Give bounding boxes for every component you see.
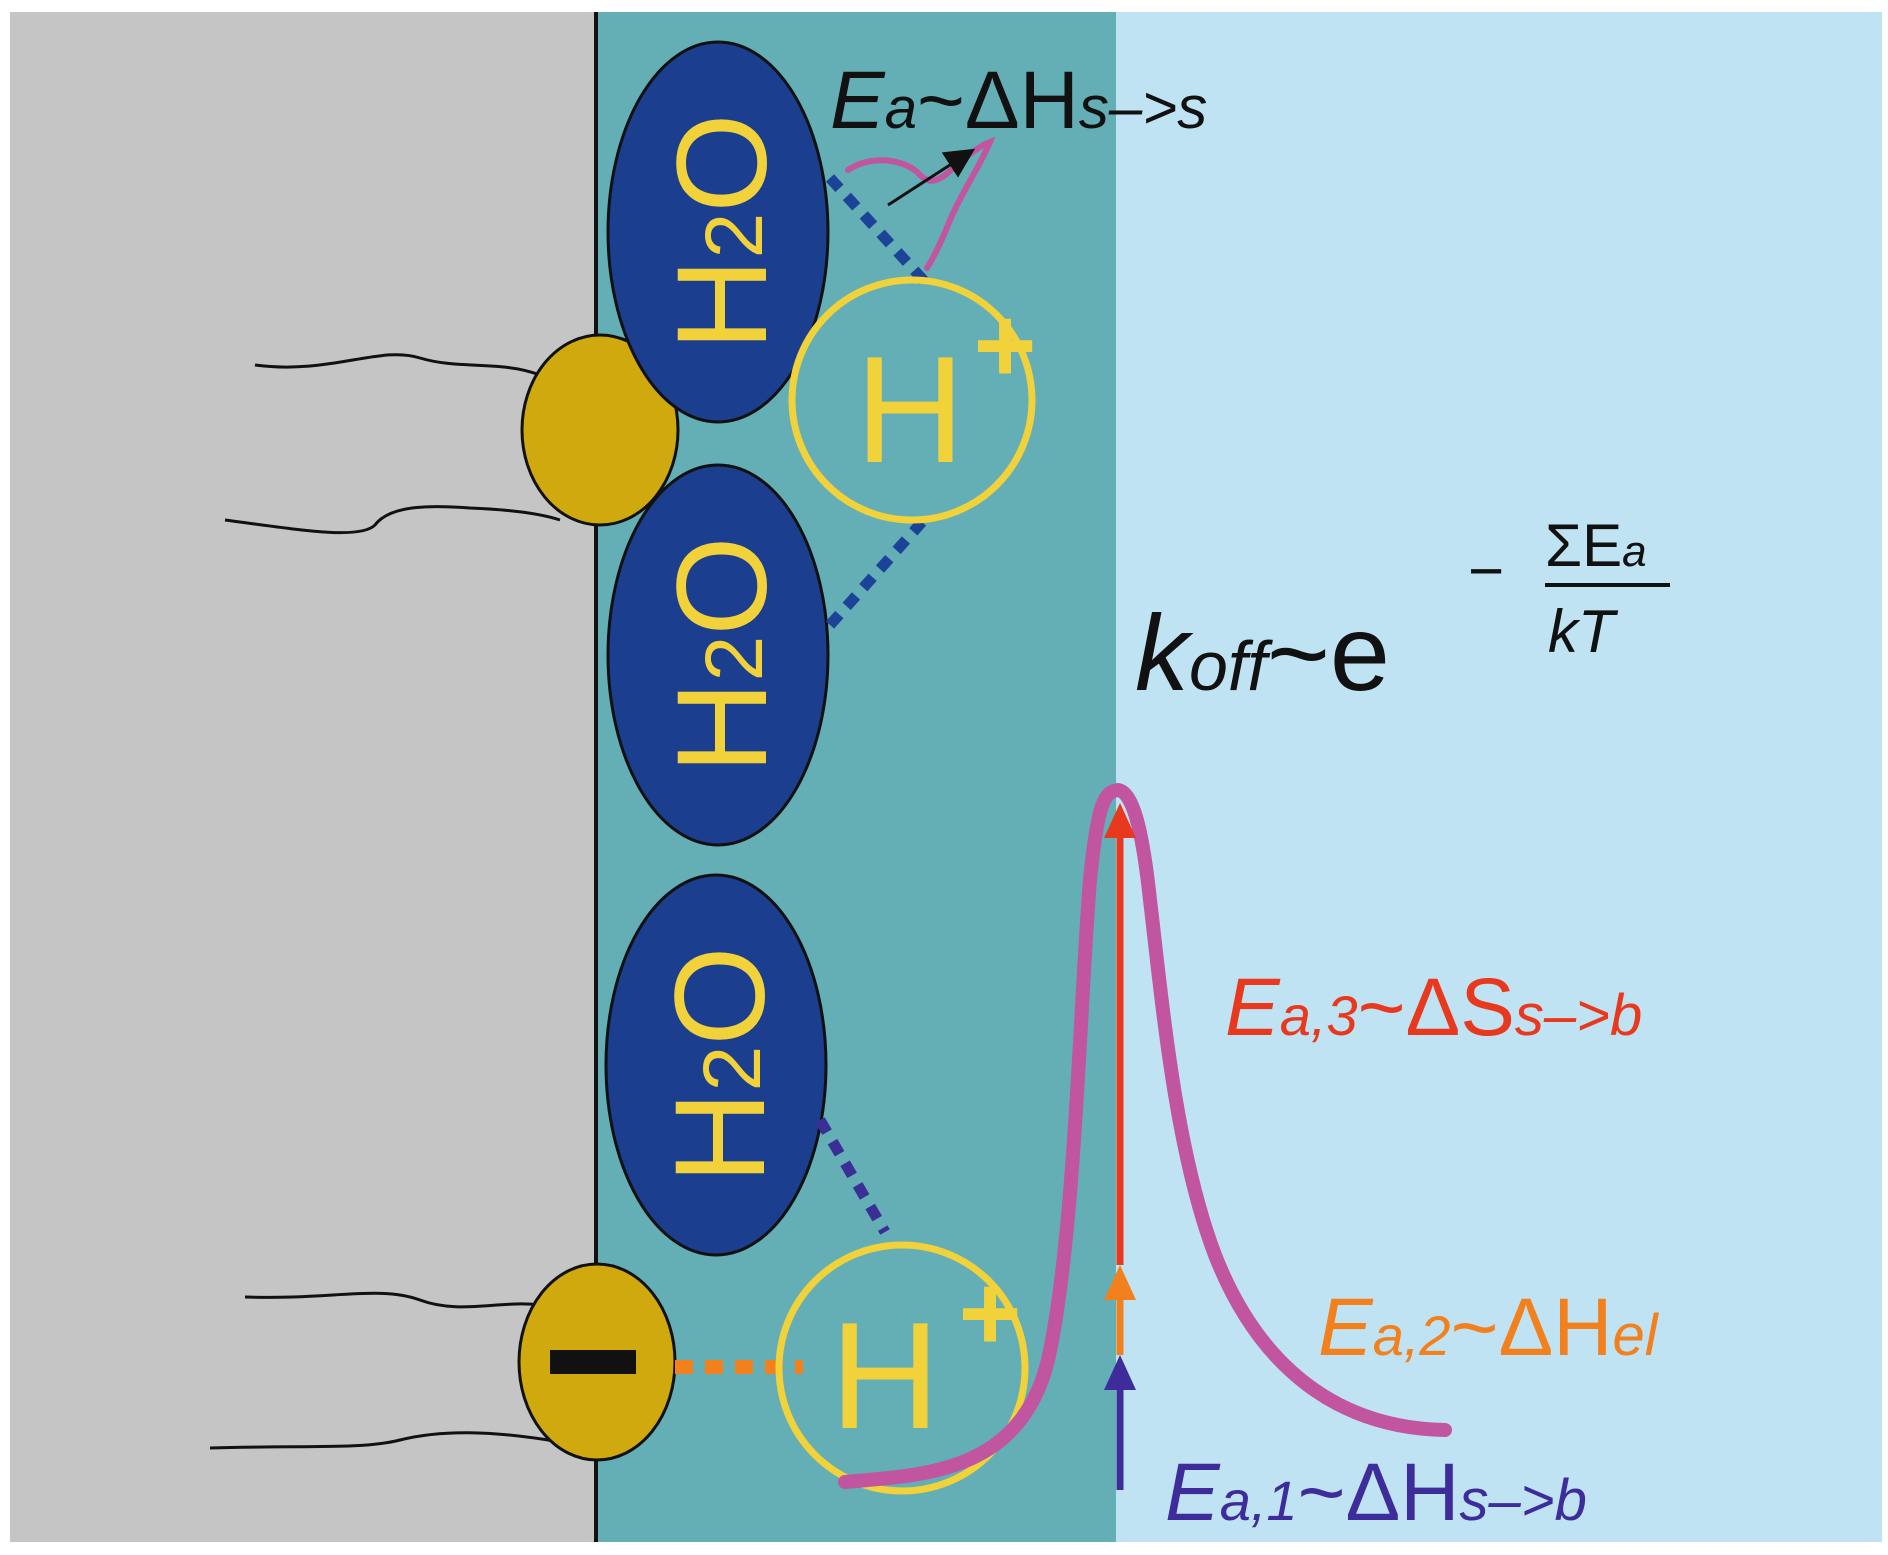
lipid-headgroup [520, 333, 680, 527]
svg-text:H: H [855, 325, 965, 495]
water-molecule: H2O [606, 40, 830, 424]
small-energy-barrier-curve [845, 136, 996, 271]
hydrogen-bond [815, 1117, 890, 1235]
svg-text:koff~e: koff~e [1135, 592, 1390, 713]
label-ea3: Ea,3~ΔSs–>b [1225, 962, 1642, 1053]
bulk-region [1116, 12, 1882, 1542]
water-molecule: H2O [606, 463, 830, 847]
svg-text:H2O: H2O [651, 536, 794, 774]
label-ea-surface: Ea~ΔHs–>s [830, 55, 1207, 146]
svg-text:+: + [958, 1252, 1021, 1373]
svg-text:H2O: H2O [651, 113, 794, 351]
arrow-ea1-head [1104, 1355, 1136, 1390]
lipid-tail [254, 353, 541, 377]
lipid-tail [224, 505, 561, 535]
arrow-ea2-head [1104, 1265, 1136, 1300]
label-koff: koff~e − ΣEa kT [1135, 512, 1670, 713]
label-ea2: Ea,2~ΔHel [1318, 1282, 1660, 1373]
membrane-region [10, 12, 596, 1542]
svg-text:−: − [1468, 537, 1504, 606]
svg-text:+: + [973, 284, 1036, 405]
proton: H + [788, 276, 1037, 524]
lipid-tail [209, 1431, 561, 1450]
energy-barrier-curve [838, 782, 1452, 1489]
small-barrier-arrow [887, 148, 976, 207]
lipid-tail [244, 1291, 541, 1309]
svg-text:kT: kT [1548, 598, 1619, 665]
svg-text:ΣEa: ΣEa [1545, 512, 1647, 579]
label-ea1: Ea,1~ΔHs–>b [1165, 1447, 1587, 1538]
arrow-ea3-head [1104, 803, 1136, 838]
svg-text:H2O: H2O [649, 946, 792, 1184]
svg-text:H: H [830, 1291, 940, 1461]
proton: H + [775, 1241, 1029, 1495]
minus-sign [550, 1350, 636, 1374]
water-molecule: H2O [604, 873, 828, 1257]
